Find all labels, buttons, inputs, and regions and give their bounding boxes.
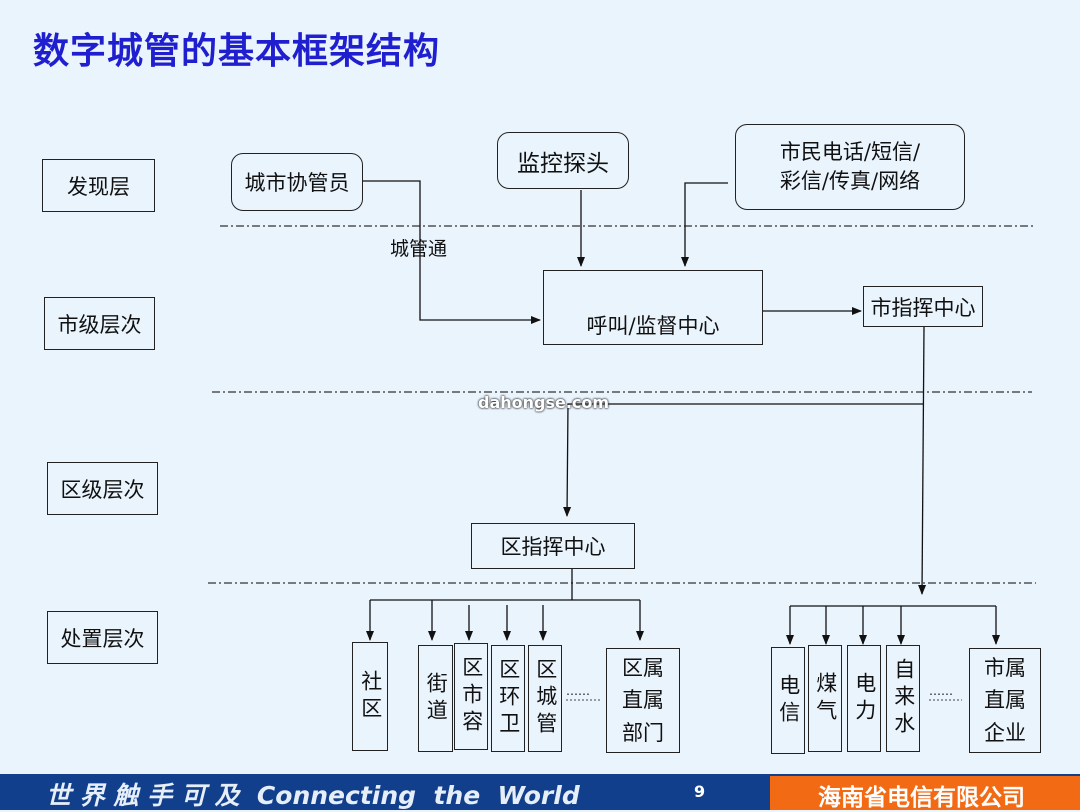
unit-district-sanitation-label: 区环卫 [496,658,521,739]
unit-district-urban-mgmt: 区城管 [528,645,562,752]
node-coordinator: 城市协管员 [231,153,363,211]
unit-district-departments: 区属直属部门 [606,648,680,753]
layer-district: 区级层次 [47,462,158,515]
citizen-channels-line1: 市民电话/短信/ [779,139,921,164]
unit-district-appearance: 区市容 [454,643,488,750]
node-citizen-channels: 市民电话/短信/ 彩信/传真/网络 [735,124,965,210]
unit-water-label: 自来水 [891,658,916,739]
unit-gas-label: 煤气 [813,671,838,726]
watermark: dahongse.com [478,393,610,412]
unit-city-enterprises: 市属直属企业 [969,648,1041,753]
unit-community-label: 社区 [358,669,383,724]
citizen-channels-line2: 彩信/传真/网络 [779,169,921,193]
unit-district-sanitation: 区环卫 [491,645,525,752]
node-city-command: 市指挥中心 [863,286,983,327]
node-call-center: 呼叫/监督中心 [543,270,763,345]
company-name: 海南省电信有限公司 [818,784,1025,811]
node-probe: 监控探头 [497,132,629,189]
layer-dividers [208,225,1036,584]
layer-handling: 处置层次 [47,611,158,664]
city-ellipsis: …… [929,684,953,698]
unit-telecom-label: 电信 [776,673,801,728]
unit-telecom: 电信 [771,647,805,754]
page-number: 9 [694,782,706,801]
company-banner: 海南省电信有限公司 [770,776,1080,811]
unit-district-appearance-label: 区市容 [459,656,484,737]
unit-gas: 煤气 [808,645,842,752]
layer-city: 市级层次 [44,297,155,350]
unit-street-label: 街道 [424,671,449,726]
unit-district-urban-mgmt-label: 区城管 [533,658,558,739]
unit-street: 街道 [418,645,453,752]
district-ellipsis: …… [566,684,590,698]
unit-water: 自来水 [886,645,920,752]
footer-slogan: 世 界 触 手 可 及 Connecting the World [46,781,580,810]
node-district-command: 区指挥中心 [471,523,635,569]
page-title: 数字城管的基本框架结构 [33,31,441,72]
layer-discovery: 发现层 [42,159,155,212]
unit-power: 电力 [847,645,881,752]
channel-label: 城管通 [390,238,448,260]
unit-community: 社区 [352,642,388,751]
unit-power-label: 电力 [852,671,877,726]
